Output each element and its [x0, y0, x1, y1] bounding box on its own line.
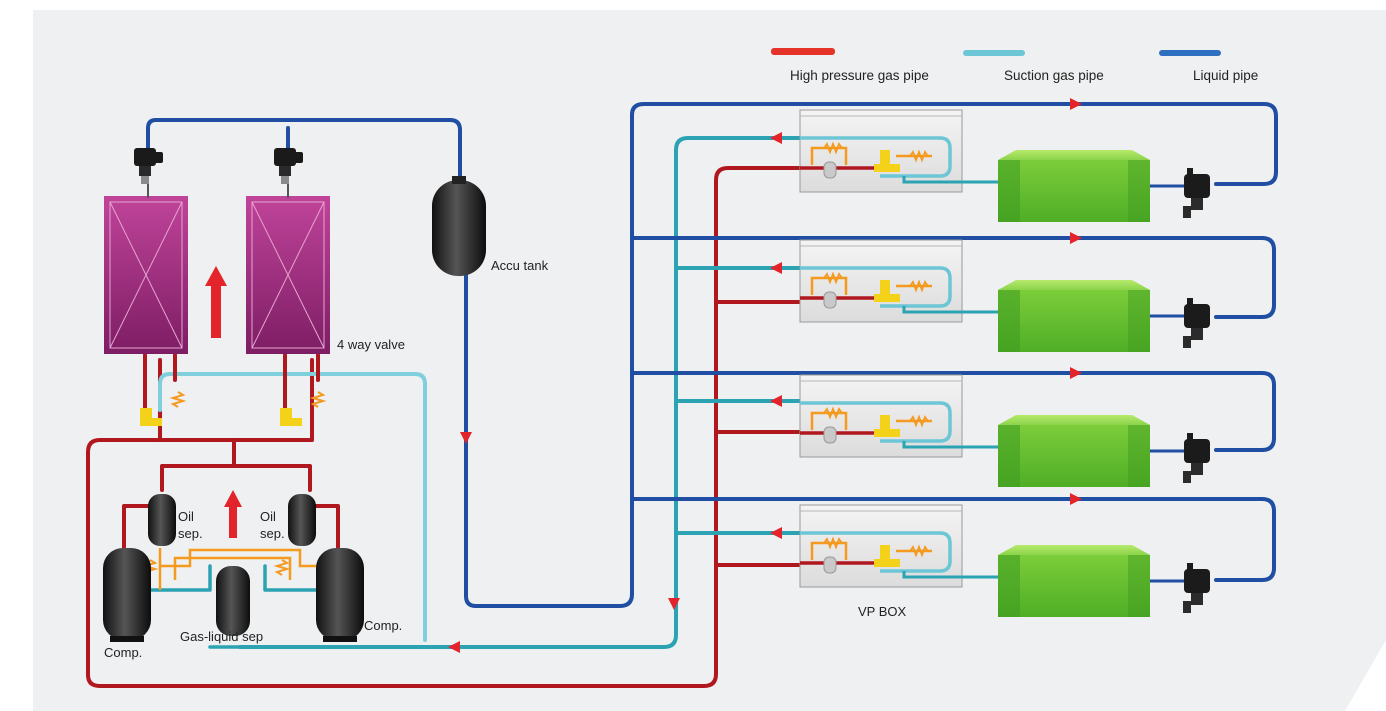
comp-right-label: Comp.: [364, 618, 402, 633]
four-way-valve-tees: [140, 408, 302, 426]
airflow-arrow-icon: [205, 266, 227, 338]
indoor-unit-4: [998, 545, 1150, 617]
indoor-unit-3: [998, 415, 1150, 487]
legend: High pressure gas pipe Suction gas pipe …: [771, 48, 1258, 83]
accu-tank: [432, 176, 486, 276]
compressor-right: [316, 548, 364, 642]
indoor-unit-2: [998, 280, 1150, 352]
oil-sep-right-label-1: Oil: [260, 509, 276, 524]
vp-box-3: [799, 374, 1000, 458]
legend-high-pressure-swatch: [771, 48, 835, 55]
liquid-main-pipe: [464, 102, 1278, 608]
high-pressure-discharge: [160, 438, 312, 492]
high-pressure-main-pipe: [86, 166, 802, 688]
oil-sep-right-label-2: sep.: [260, 526, 285, 541]
suction-return-pipe: [158, 372, 427, 642]
vp-box-label: VP BOX: [858, 604, 907, 619]
liquid-top-pipe: [146, 118, 462, 182]
indoor-unit-group-3: [799, 374, 1210, 487]
four-way-valve-label: 4 way valve: [337, 337, 405, 352]
high-pressure-comp-right: [314, 504, 340, 550]
comp-left-label: Comp.: [104, 645, 142, 660]
suction-comp-pipe: [138, 564, 322, 649]
discharge-arrow-icon: [224, 490, 242, 538]
high-pressure-comp-left: [122, 504, 150, 550]
vp-box-4: [799, 504, 1000, 588]
legend-liquid-label: Liquid pipe: [1193, 68, 1258, 83]
accu-tank-label: Accu tank: [491, 258, 549, 273]
legend-high-pressure-label: High pressure gas pipe: [790, 68, 929, 83]
coil-right-lines: [283, 353, 320, 412]
gas-liquid-separator: [216, 566, 250, 636]
indoor-unit-group-2: [799, 239, 1210, 352]
legend-liquid-swatch: [1159, 50, 1221, 56]
liquid-branch-3: [630, 371, 1276, 452]
outdoor-coil-left: [104, 196, 188, 354]
outdoor-coil-right: [246, 196, 330, 354]
coil-left-lines: [143, 353, 177, 412]
legend-suction-swatch: [963, 50, 1025, 56]
legend-suction-label: Suction gas pipe: [1004, 68, 1104, 83]
suction-main-pipe: [238, 136, 802, 649]
indoor-unit-group-4: [799, 504, 1210, 617]
gas-liquid-sep-label: Gas-liquid sep: [180, 629, 263, 644]
oil-separator-left: [148, 494, 176, 546]
oil-sep-left-label-2: sep.: [178, 526, 203, 541]
liquid-branch-4: [630, 497, 1276, 582]
flow-arrows: [448, 98, 1082, 653]
liquid-branch-2: [630, 236, 1276, 319]
compressor-left: [103, 548, 151, 642]
oil-separator-right: [288, 494, 316, 546]
vp-box-2: [799, 239, 1000, 323]
vp-box-1: [799, 109, 1000, 193]
indoor-unit-group-1: [799, 109, 1210, 222]
oil-sep-left-label-1: Oil: [178, 509, 194, 524]
indoor-unit-1: [998, 150, 1150, 222]
